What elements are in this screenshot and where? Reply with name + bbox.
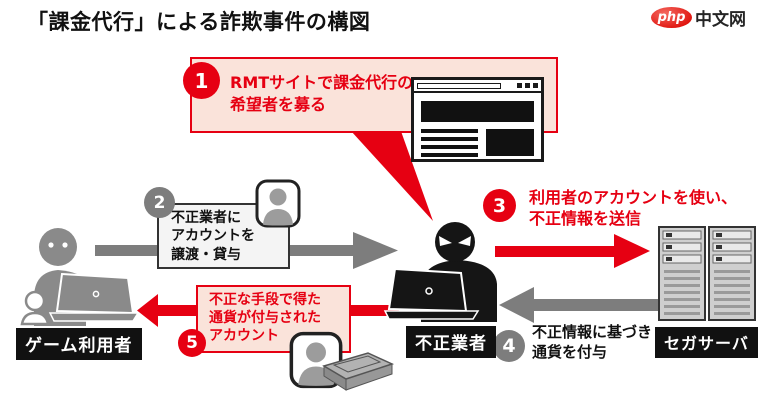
step3-text: 利用者のアカウントを使い、 不正情報を送信	[529, 188, 737, 230]
server-rack-icon	[658, 226, 756, 326]
step2-line1: 不正業者に	[171, 210, 241, 226]
step2-number-badge: 2	[144, 187, 175, 218]
browser-button-icon	[533, 83, 538, 88]
webpage-text-line	[421, 129, 478, 133]
step1-line1: RMTサイトで課金代行の	[230, 73, 414, 92]
webpage-text-line	[421, 145, 478, 149]
fraudster-figure-icon	[383, 214, 533, 326]
step3-number-badge: 3	[483, 189, 516, 222]
webpage-text-line	[421, 137, 478, 141]
browser-address-bar	[417, 83, 501, 89]
site-logo-text: 中文网	[695, 10, 746, 30]
account-avatar-icon	[255, 179, 301, 232]
step4-line1: 不正情報に基づき	[532, 323, 653, 341]
server-label: セガサーバ	[655, 327, 758, 358]
webpage-banner-block	[421, 101, 534, 122]
step5-line1: 不正な手段で得た	[209, 292, 321, 308]
step4-text: 不正情報に基づき 通貨を付与	[532, 323, 652, 362]
fraudster-label: 不正業者	[406, 326, 496, 358]
money-stack-icon	[318, 350, 396, 399]
step4-number-badge: 4	[493, 330, 525, 362]
site-logo: php 中文网	[651, 5, 746, 30]
browser-toolbar	[414, 80, 541, 93]
step3-line1: 利用者のアカウントを使い、	[529, 188, 738, 207]
browser-button-icon	[517, 83, 522, 88]
game-user-figure-icon	[12, 220, 144, 330]
webpage-text-line	[421, 153, 478, 157]
step2-line3: 譲渡・貸与	[171, 246, 241, 263]
step4-line2: 通貨を付与	[532, 342, 608, 361]
step3-line2: 不正情報を送信	[529, 208, 642, 228]
step1-number-badge: 1	[183, 62, 220, 99]
php-logo-icon: php	[651, 7, 692, 28]
step5-number-badge: 5	[178, 329, 206, 357]
browser-button-icon	[525, 83, 530, 88]
webpage-image-block	[486, 129, 534, 156]
game-user-label: ゲーム利用者	[16, 328, 142, 360]
step1-line2: 希望者を募る	[230, 94, 327, 114]
step5-line2: 通貨が付与された	[209, 310, 321, 327]
rmt-website-icon	[411, 77, 544, 162]
page-title: 「課金代行」による詐欺事件の構図	[27, 10, 371, 34]
step5-line3: アカウント	[209, 328, 279, 345]
